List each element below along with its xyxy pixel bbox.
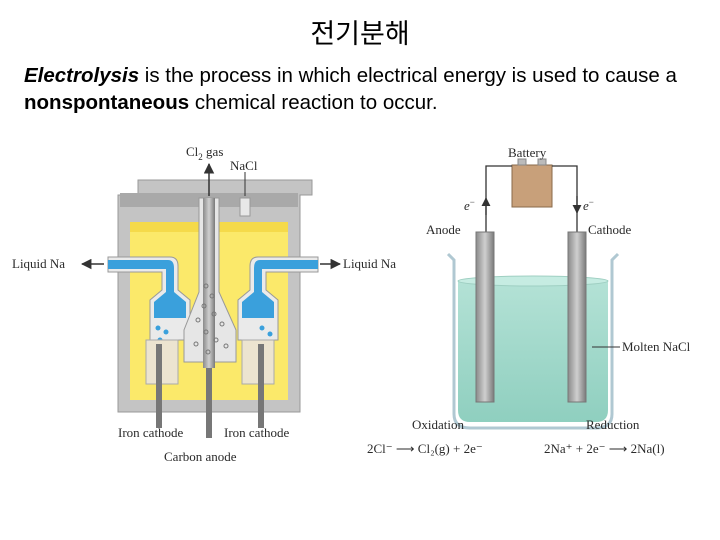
liquid-na-left-label: Liquid Na bbox=[12, 256, 65, 271]
anode-electrode bbox=[476, 232, 494, 402]
right-cathode-lead bbox=[258, 344, 264, 428]
nacl-label: NaCl bbox=[230, 158, 258, 173]
cathode-electrode bbox=[568, 232, 586, 402]
reduction-equation: 2Na⁺ + 2e⁻ ⟶ 2Na(l) bbox=[544, 441, 665, 456]
left-cathode-lead bbox=[156, 344, 162, 428]
anode-label: Anode bbox=[426, 222, 461, 237]
battery-label: Battery bbox=[508, 145, 547, 160]
molten-nacl-label: Molten NaCl bbox=[622, 339, 691, 354]
battery bbox=[512, 165, 552, 207]
electrolysis-cell: Battery e− e− Anode Cathode Molten NaCl … bbox=[367, 145, 691, 456]
cl2-gas-label: Cl2 gas bbox=[186, 144, 223, 162]
carbon-anode-label: Carbon anode bbox=[164, 449, 237, 464]
reduction-label: Reduction bbox=[586, 417, 640, 432]
liquid-na-right-label: Liquid Na bbox=[343, 256, 396, 271]
cathode-label: Cathode bbox=[588, 222, 632, 237]
iron-cathode-left-label: Iron cathode bbox=[118, 425, 184, 440]
oxidation-equation: 2Cl⁻ ⟶ Cl₂(g) + 2e⁻ bbox=[367, 441, 483, 456]
cathode-electron-label: e− bbox=[583, 197, 594, 213]
nacl-inlet bbox=[240, 198, 250, 216]
anode-lead bbox=[206, 368, 212, 438]
oxidation-label: Oxidation bbox=[412, 417, 464, 432]
iron-cathode-right-label: Iron cathode bbox=[224, 425, 290, 440]
anode-rod-top bbox=[203, 198, 215, 368]
downs-cell: Cl2 gas NaCl Liquid Na Liquid Na Iron ca… bbox=[12, 144, 396, 464]
anode-electron-label: e− bbox=[464, 197, 475, 213]
